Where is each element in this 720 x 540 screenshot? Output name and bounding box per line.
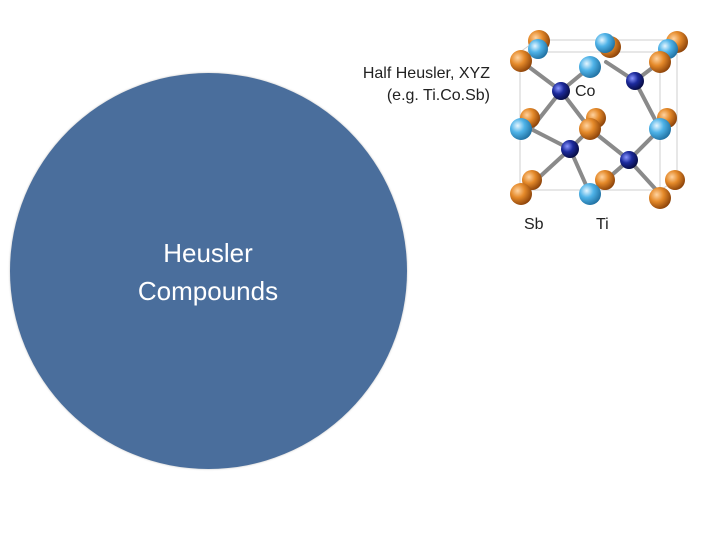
half-heusler-example: (e.g. Ti.Co.Sb) (386, 87, 490, 104)
ti-atom-back (528, 39, 548, 59)
ti-atom (579, 56, 601, 78)
co-atom (626, 72, 644, 90)
sb-atom (649, 187, 671, 209)
ti-label: Ti (596, 216, 609, 233)
co-atom (620, 151, 638, 169)
heusler-compounds-label: Heusler Compounds (108, 234, 308, 310)
sb-atom-back (595, 170, 615, 190)
sb-label: Sb (524, 216, 544, 233)
ti-atom (510, 118, 532, 140)
crystal-structure-diagram (510, 30, 688, 209)
sb-atom (649, 51, 671, 73)
atoms (510, 30, 688, 209)
sb-atom (579, 118, 601, 140)
co-atom (561, 140, 579, 158)
co-label: Co (575, 83, 596, 100)
co-atom (552, 82, 570, 100)
circle-label-line2: Compounds (137, 276, 279, 306)
half-heusler-label: Half Heusler, XYZ (e.g. Ti.Co.Sb) (300, 63, 490, 107)
circle-label-line1: Heusler (163, 238, 253, 268)
ti-atom (649, 118, 671, 140)
heusler-compounds-circle (10, 73, 407, 469)
sb-atom (510, 50, 532, 72)
sb-atom-back (665, 170, 685, 190)
sb-atom (510, 183, 532, 205)
ti-atom-back (595, 33, 615, 53)
half-heusler-title: Half Heusler, XYZ (362, 65, 490, 82)
ti-atom (579, 183, 601, 205)
